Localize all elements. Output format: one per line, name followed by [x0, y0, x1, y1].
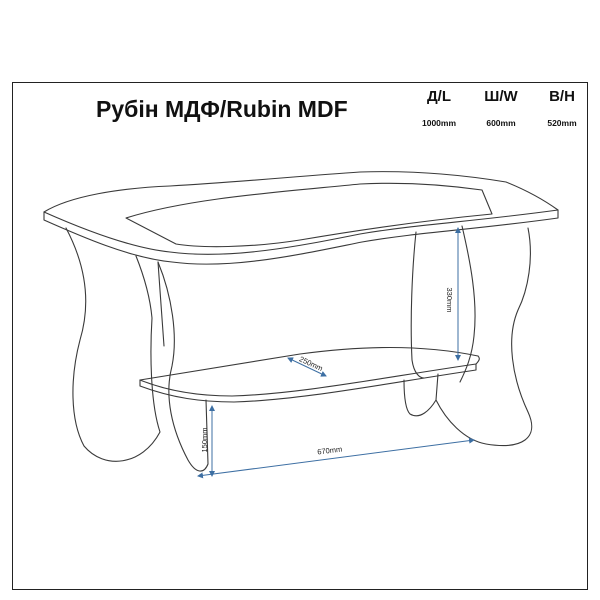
- dim-line-250: [287, 357, 327, 377]
- shelf-front: [139, 355, 480, 397]
- dim-text-670: 670mm: [317, 445, 343, 457]
- table-top-inset: [125, 182, 493, 248]
- width-label: Ш/W: [484, 88, 518, 105]
- length-value: 1000mm: [421, 118, 457, 128]
- shelf-edge: [139, 363, 477, 403]
- right-leg-foot: [403, 373, 439, 417]
- shelf-top: [139, 346, 479, 381]
- height-value: 520mm: [547, 118, 577, 128]
- width-value: 600mm: [486, 118, 516, 128]
- table-top-edge: [43, 209, 559, 265]
- right-leg-outer: [435, 227, 533, 447]
- dim-text-250: 250mm: [298, 354, 324, 373]
- right-leg: [459, 225, 476, 383]
- dim-line-670: [197, 437, 475, 479]
- height-label: В/Н: [549, 88, 575, 105]
- table-top-surface: [43, 171, 559, 213]
- right-leg-back: [410, 231, 425, 379]
- table-top-front: [43, 209, 559, 255]
- drawing-frame: [12, 82, 588, 590]
- left-leg-inner: [157, 261, 165, 347]
- dim-text-330: 330mm: [445, 287, 454, 312]
- length-label: Д/L: [426, 88, 452, 105]
- left-leg: [65, 227, 161, 462]
- product-title: Рубін МДФ/Rubin MDF: [96, 96, 348, 122]
- dim-text-150: 150mm: [200, 427, 209, 452]
